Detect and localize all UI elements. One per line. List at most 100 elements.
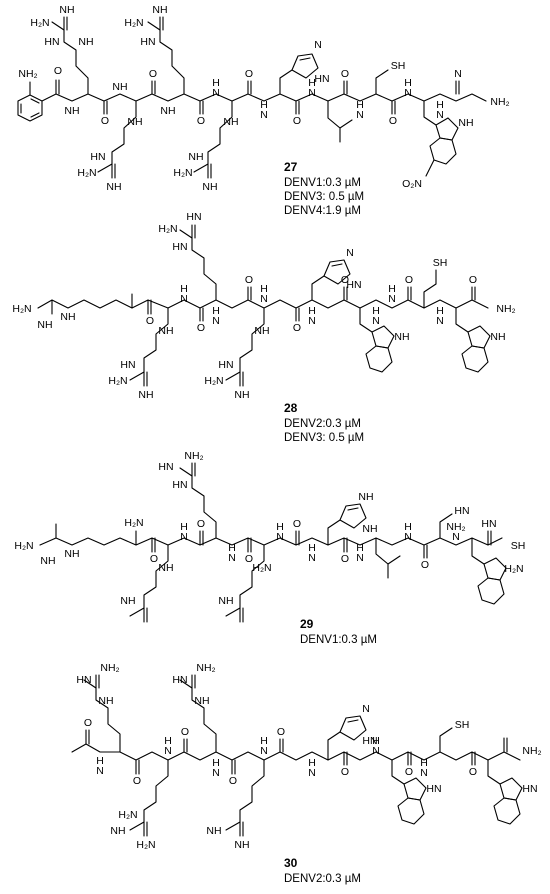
atom-label: O bbox=[293, 115, 301, 127]
atom-label: O bbox=[469, 274, 477, 286]
atom-label: O bbox=[54, 65, 62, 77]
atom-label: N bbox=[308, 87, 316, 99]
atom-label: HN bbox=[522, 783, 537, 795]
atom-label: NH bbox=[40, 555, 55, 567]
atom-label: O bbox=[149, 68, 157, 80]
atom-label: H bbox=[308, 542, 316, 554]
atom-label: H₂N bbox=[136, 839, 155, 851]
atom-label: NH bbox=[64, 105, 79, 117]
atom-label: H₂N bbox=[124, 17, 143, 29]
atom-label: H bbox=[356, 542, 364, 554]
atom-label: NH bbox=[120, 595, 135, 607]
atom-label: HN bbox=[158, 461, 173, 473]
compound-number: 28 bbox=[284, 401, 298, 415]
atom-label: NH bbox=[37, 319, 52, 331]
atom-label: NH bbox=[234, 839, 249, 851]
atom-label: H bbox=[260, 735, 268, 747]
atom-label: NH bbox=[64, 548, 79, 560]
atom-label: O bbox=[277, 726, 285, 738]
atom-label: H bbox=[180, 283, 188, 295]
compound-27-caption: 27 DENV1:0.3 µM DENV3: 0.5 µM DENV4:1.9 … bbox=[284, 160, 364, 217]
atom-label: N bbox=[260, 109, 268, 121]
atom-label: O bbox=[341, 68, 349, 80]
compound-number: 27 bbox=[284, 160, 298, 174]
atom-label: N bbox=[454, 68, 462, 80]
atom-label: H₂N bbox=[14, 540, 33, 552]
atom-label: H bbox=[276, 521, 284, 533]
atom-label: O bbox=[293, 518, 301, 530]
atom-label: NH bbox=[223, 116, 238, 128]
compound-30-atom-labels: HN NH₂ HN NH₂ NH NH O H N O H N O H N O … bbox=[76, 662, 541, 851]
atom-label: N bbox=[388, 293, 396, 305]
atom-label: HN bbox=[426, 783, 441, 795]
atom-label: NH bbox=[458, 117, 473, 129]
atom-label: H bbox=[260, 283, 268, 295]
atom-label: O bbox=[245, 553, 253, 565]
atom-label: H₂N bbox=[158, 223, 177, 235]
compound-30-caption: 30 DENV2:0.3 µM bbox=[284, 856, 361, 885]
atom-label: H₂N bbox=[118, 809, 137, 821]
atom-label: H bbox=[420, 757, 428, 769]
atom-label: O bbox=[421, 559, 429, 571]
atom-label: O bbox=[341, 766, 349, 778]
atom-label: H bbox=[212, 77, 220, 89]
compound-29-structure bbox=[39, 462, 507, 623]
atom-label: NH bbox=[234, 389, 249, 401]
atom-label: SH bbox=[511, 540, 526, 552]
atom-label: N bbox=[164, 745, 172, 757]
atom-label: N bbox=[308, 315, 316, 327]
atom-label: O₂N bbox=[402, 178, 422, 190]
atom-label: NH bbox=[218, 595, 233, 607]
atom-label: O bbox=[150, 553, 158, 565]
atom-label: NH bbox=[158, 325, 173, 337]
atom-label: O bbox=[146, 315, 154, 327]
atom-label: NH bbox=[358, 491, 373, 503]
atom-label: HN bbox=[186, 211, 201, 223]
atom-label: NH bbox=[394, 331, 409, 343]
atom-label: NH bbox=[110, 825, 125, 837]
atom-label: N bbox=[180, 293, 188, 305]
atom-label: NH₂ bbox=[446, 521, 465, 533]
atom-label: N bbox=[260, 745, 268, 757]
atom-label: H₂N bbox=[504, 563, 523, 575]
atom-label: NH₂ bbox=[522, 745, 541, 757]
atom-label: N bbox=[96, 765, 104, 777]
atom-label: N bbox=[404, 531, 412, 543]
atom-label: H₂N bbox=[12, 303, 31, 315]
atom-label: HN bbox=[218, 359, 233, 371]
atom-label: HN bbox=[76, 674, 91, 686]
atom-label: H bbox=[436, 99, 444, 111]
activity-line: DENV1:0.3 µM bbox=[300, 634, 377, 646]
atom-label: O bbox=[197, 322, 205, 334]
atom-label: NH bbox=[127, 116, 142, 128]
atom-label: HN bbox=[362, 735, 377, 747]
atom-label: NH bbox=[60, 311, 75, 323]
atom-label: NH bbox=[194, 695, 209, 707]
compound-30-structure bbox=[71, 674, 523, 837]
atom-label: SH bbox=[433, 257, 448, 269]
atom-label: H₂N bbox=[204, 375, 223, 387]
atom-label: H bbox=[96, 755, 104, 767]
atom-label: HN bbox=[44, 36, 59, 48]
atom-label: H bbox=[228, 542, 236, 554]
compound-29-atom-labels: HN NH₂ H₂N NH NH H₂N HN H N O H N O H N … bbox=[14, 450, 525, 607]
atom-label: N bbox=[308, 552, 316, 564]
atom-label: NH bbox=[98, 695, 113, 707]
atom-label: H bbox=[260, 99, 268, 111]
atom-label: HN bbox=[90, 151, 105, 163]
atom-label: H bbox=[436, 305, 444, 317]
atom-label: NH₂ bbox=[18, 68, 37, 80]
atom-label: H bbox=[372, 305, 380, 317]
atom-label: N bbox=[308, 767, 316, 779]
atom-label: O bbox=[197, 518, 205, 530]
atom-label: N bbox=[260, 293, 268, 305]
atom-label: NH bbox=[152, 4, 167, 16]
atom-label: HN bbox=[172, 479, 187, 491]
atom-label: O bbox=[133, 775, 141, 787]
atom-label: H bbox=[308, 757, 316, 769]
compound-28-structure bbox=[37, 224, 491, 387]
atom-label: H₂N bbox=[173, 167, 192, 179]
atom-label: N bbox=[228, 552, 236, 564]
activity-line: DENV3: 0.5 µM bbox=[284, 191, 364, 203]
